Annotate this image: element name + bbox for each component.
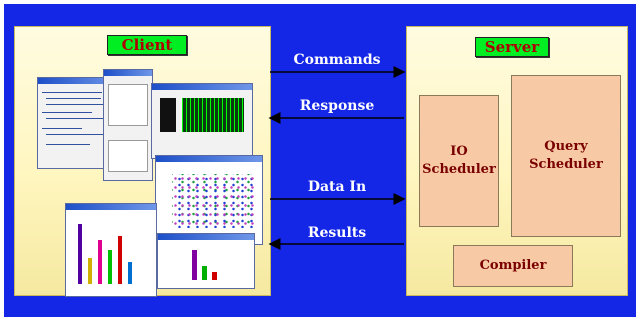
query-scheduler-line2: Scheduler: [529, 157, 603, 172]
client-panel: Client: [14, 26, 271, 297]
query-list-window: [103, 69, 153, 181]
response-label: Response: [299, 98, 375, 114]
bar-chart-window: [65, 203, 157, 297]
io-scheduler-line2: Scheduler: [422, 162, 496, 177]
commands-label: Commands: [293, 52, 381, 68]
arrows-layer: [268, 66, 406, 250]
small-chart-window: [157, 233, 255, 289]
client-title: Client: [107, 35, 187, 55]
compiler-block: Compiler: [453, 245, 573, 287]
monitor-window: [151, 83, 253, 159]
results-label: Results: [307, 225, 367, 241]
io-scheduler-line1: IO: [450, 144, 468, 159]
server-panel: Server IO Scheduler Query Scheduler Comp…: [406, 26, 628, 296]
query-scheduler-block: Query Scheduler: [511, 75, 621, 237]
server-title: Server: [475, 37, 549, 57]
diagram-frame: Client: [4, 4, 636, 317]
query-scheduler-line1: Query: [544, 139, 588, 154]
scatter-plot-window: [155, 155, 263, 245]
io-scheduler-block: IO Scheduler: [419, 95, 499, 227]
data-in-label: Data In: [307, 179, 367, 195]
